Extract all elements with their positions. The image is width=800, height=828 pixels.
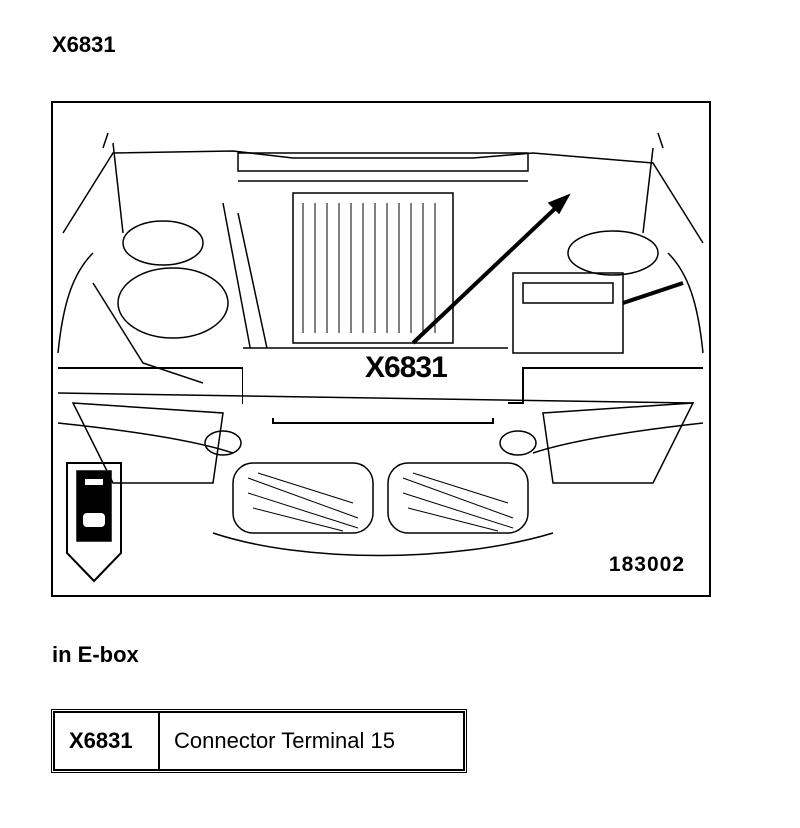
connector-callout-label: X6831 [365,351,448,384]
connector-table: X6831 Connector Terminal 15 [51,709,467,773]
engine-compartment-locator-icon [66,462,122,583]
engine-bay-figure: X6831 183002 [51,101,711,597]
connector-code: X6831 [54,712,159,770]
engine-bay-illustration [57,132,704,583]
connector-description: Connector Terminal 15 [159,712,464,770]
image-number: 183002 [608,553,685,576]
page-title: X6831 [52,32,116,57]
location-label: in E-box [52,642,139,667]
table-row: X6831 Connector Terminal 15 [54,712,464,770]
